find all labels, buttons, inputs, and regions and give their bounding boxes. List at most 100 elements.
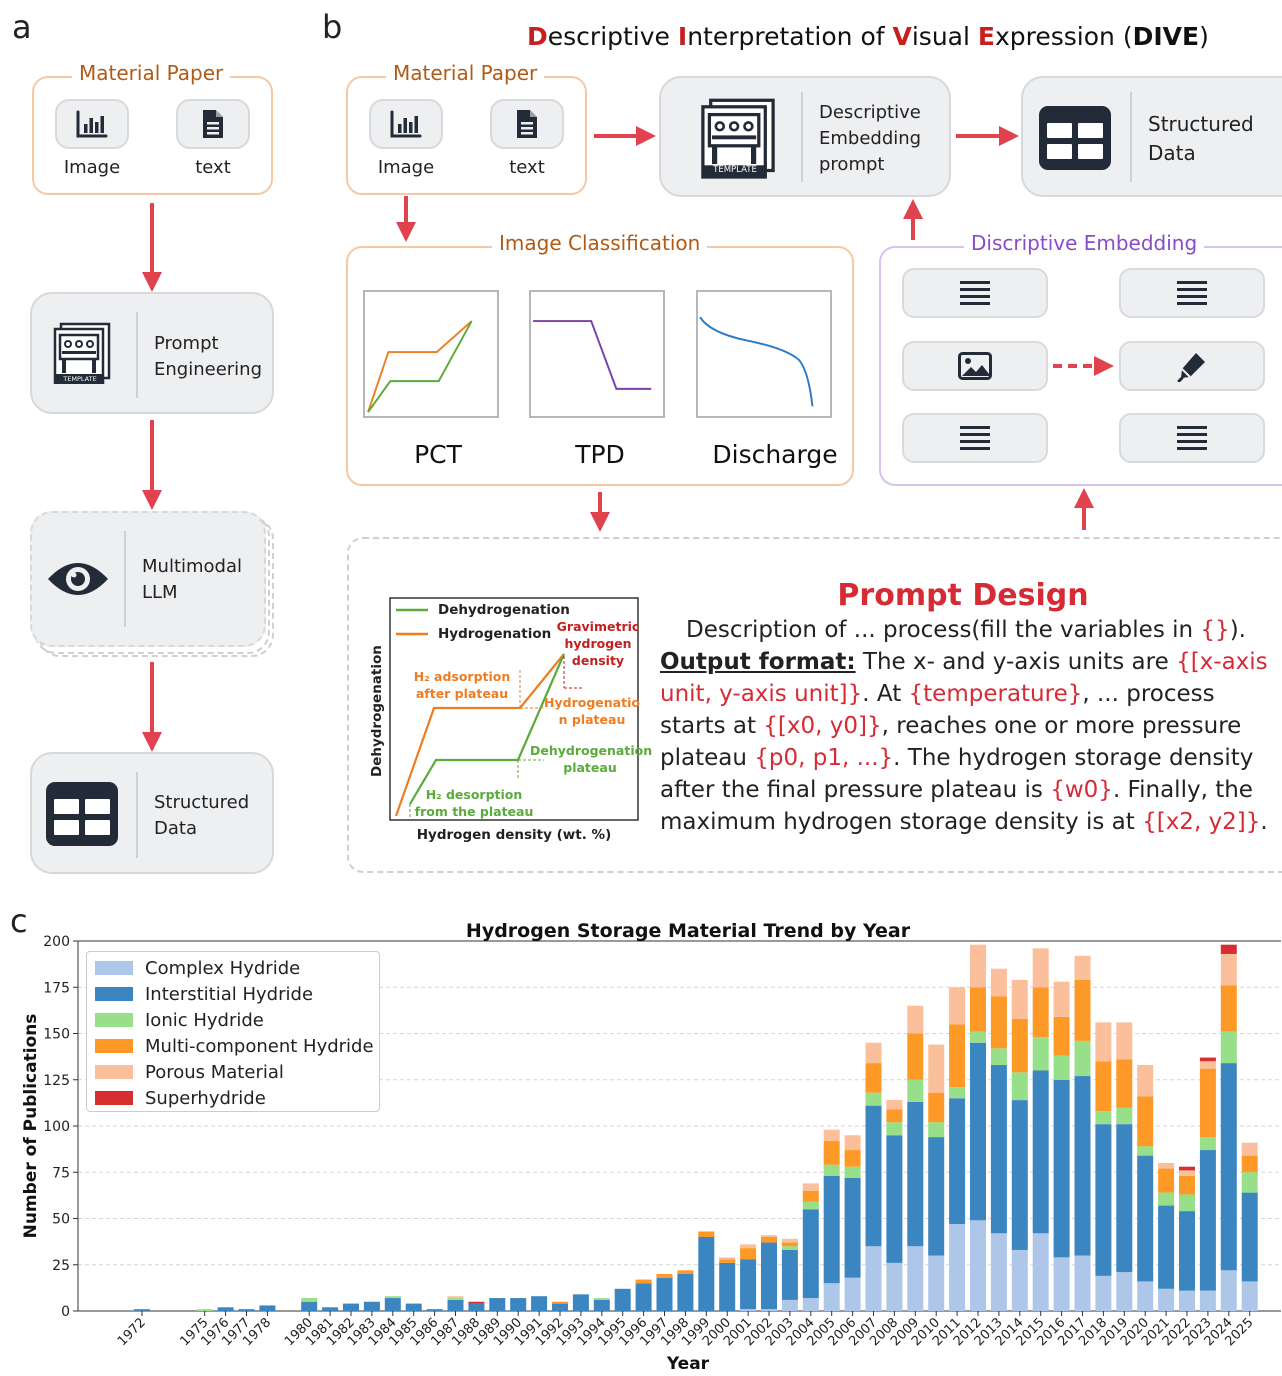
legend-swatch: [95, 1013, 133, 1027]
bar-segment: [928, 1044, 945, 1093]
bar-segment: [1137, 1281, 1154, 1311]
bar-segment: [1137, 1096, 1154, 1147]
bar-segment: [886, 1109, 903, 1123]
bar-segment: [1011, 979, 1028, 1019]
bar-segment: [949, 1087, 966, 1099]
pd-seg7: .: [1260, 809, 1268, 835]
ann-hydrogenation-plateau: Hydrogenatio n plateau: [544, 694, 640, 728]
bar-segment: [698, 1237, 715, 1311]
bar-segment: [781, 1242, 798, 1247]
pct-label: PCT: [414, 440, 462, 469]
discriptive-embedding-title: Discriptive Embedding: [964, 232, 1205, 254]
bar-segment: [1199, 1290, 1216, 1311]
bar-segment: [134, 1309, 150, 1311]
bar-segment: [740, 1244, 757, 1249]
bar-segment: [1220, 953, 1237, 986]
bar-segment: [259, 1305, 276, 1311]
ann-dehyd-plateau-1: Dehydrogenation: [530, 743, 653, 758]
tpd-curve: [533, 320, 652, 390]
structured-line1: Structured: [1148, 112, 1254, 136]
template-word: TEMPLATE: [63, 375, 97, 383]
pd-seg3: , ... process starts at: [660, 681, 1215, 739]
bar-segment: [740, 1248, 757, 1260]
prompt-design-box: [347, 537, 1282, 873]
bar-segment: [447, 1296, 464, 1299]
bar-segment: [1116, 1124, 1133, 1273]
bar-segment: [1053, 1016, 1070, 1056]
ann-h2-adsorption-2: after plateau: [415, 686, 509, 701]
bar-segment: [761, 1309, 777, 1311]
bar-segment: [1241, 1142, 1258, 1156]
image-label: Image: [377, 157, 435, 178]
bar-segment: [1179, 1175, 1195, 1195]
bar-segment: [1199, 1150, 1216, 1291]
bar-segment: [1199, 1068, 1216, 1138]
bar-segment: [468, 1303, 485, 1311]
dive-title-v-rest: isual: [911, 22, 978, 51]
bar-segment: [1241, 1192, 1258, 1282]
bar-segment: [468, 1301, 485, 1304]
bar-segment: [865, 1246, 882, 1311]
bar-segment: [510, 1298, 527, 1311]
bar-segment: [886, 1262, 903, 1311]
pd-seg4: , reaches one or more pressure plateau: [660, 713, 1242, 771]
image-icon-tile[interactable]: [55, 99, 129, 149]
dive-title-d: D: [527, 22, 548, 51]
bar-segment: [217, 1307, 234, 1311]
bar-segment: [426, 1309, 443, 1311]
bar-segment: [1137, 1064, 1154, 1097]
pct-hydrogenation-curve: [367, 320, 473, 413]
y-tick-label: 25: [52, 1258, 70, 1274]
bar-segment: [656, 1277, 673, 1311]
bar-segment: [677, 1274, 694, 1311]
pd-seg5: . The hydrogen storage density after the…: [660, 745, 1254, 803]
bar-segment: [1220, 985, 1237, 1032]
embedding-line3: prompt: [819, 154, 885, 175]
bar-segment: [1032, 1070, 1049, 1234]
bar-segment: [781, 1249, 798, 1300]
bar-segment: [928, 1137, 945, 1256]
y-tick-label: 150: [43, 1027, 70, 1043]
pct-schematic: Dehydrogenation Hydrogenation Dehydrogen…: [366, 596, 653, 848]
bar-segment: [970, 1220, 986, 1311]
text-block-tile: [902, 413, 1048, 463]
bar-segment: [844, 1277, 861, 1311]
tpd-plot: [529, 290, 665, 418]
legend-entry: Multi-component Hydride: [95, 1033, 379, 1059]
bar-segment: [1011, 1100, 1028, 1250]
bar-segment: [1158, 1205, 1175, 1289]
pd-var3: {[x0, y0]}: [763, 713, 882, 739]
pd-var2: {temperature}: [908, 681, 1083, 707]
bar-segment: [1032, 948, 1049, 988]
ann-hyd-plateau-1: Hydrogenatio: [544, 695, 640, 710]
bar-segment: [844, 1166, 861, 1178]
bar-segment: [719, 1257, 736, 1260]
bar-segment: [886, 1122, 903, 1136]
discharge-label: Discharge: [712, 440, 838, 469]
ann-dehydrogenation-plateau: Dehydrogenation plateau: [530, 742, 653, 776]
bar-segment: [593, 1298, 610, 1300]
bar-segment: [1074, 1255, 1091, 1311]
ann-h2-adsorption-1: H₂ adsorption: [413, 669, 511, 684]
bar-segment: [656, 1274, 673, 1278]
dive-title-i: I: [677, 22, 688, 51]
bar-segment: [1032, 1233, 1049, 1311]
embedding-line1: Descriptive: [819, 102, 921, 123]
bar-segment: [1241, 1155, 1258, 1173]
bar-segment: [1199, 1061, 1216, 1069]
pct-plot: [363, 290, 499, 418]
pd-var6: {[x2, y2]}: [1142, 809, 1261, 835]
bar-segment: [928, 1122, 945, 1138]
table-icon: [46, 782, 118, 846]
bar-segment: [761, 1235, 777, 1237]
bar-segment: [907, 1079, 924, 1102]
text-icon-tile[interactable]: [490, 99, 564, 149]
bar-segment: [970, 1031, 986, 1043]
bar-segment: [761, 1237, 777, 1243]
panel-a-material-paper-title: Material Paper: [72, 62, 231, 84]
text-icon-tile[interactable]: [176, 99, 250, 149]
image-icon-tile[interactable]: [369, 99, 443, 149]
bar-segment: [1179, 1290, 1195, 1311]
